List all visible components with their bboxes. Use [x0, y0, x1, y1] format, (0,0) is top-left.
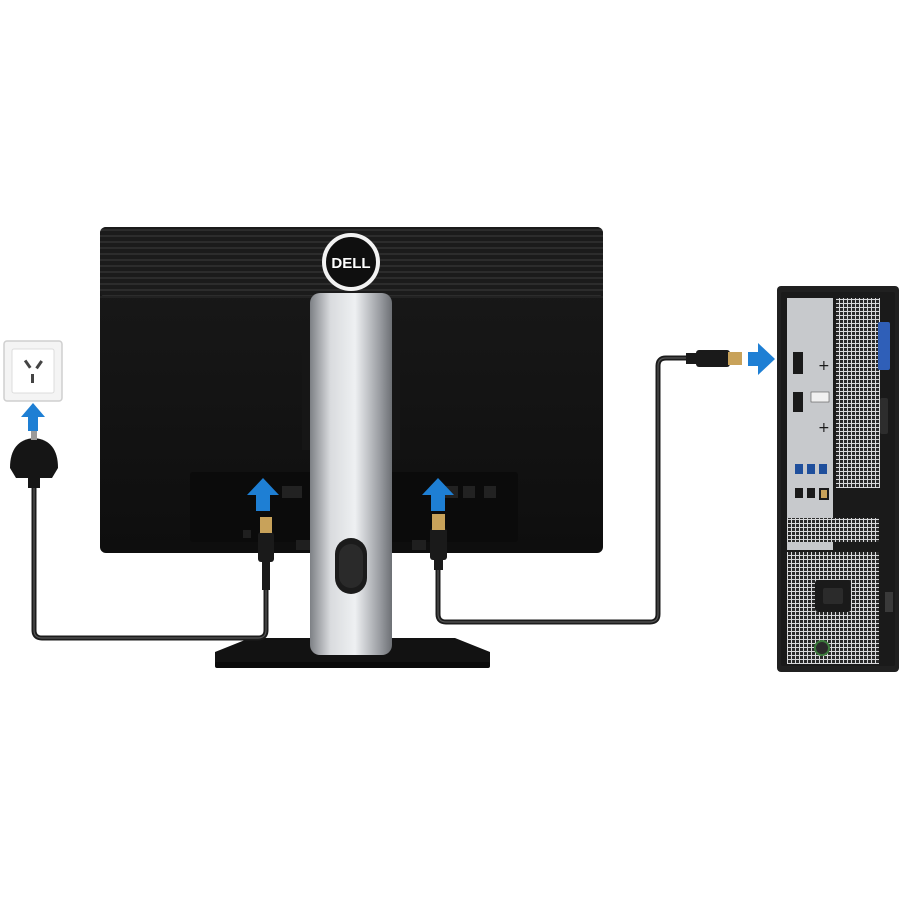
pc-top-grill	[836, 298, 880, 488]
desktop-pc: + +	[777, 286, 899, 672]
psu-led	[814, 640, 830, 656]
monitor: DELL	[100, 227, 603, 668]
up-arrow-icon	[21, 403, 45, 431]
up-arrow-icon	[247, 478, 279, 511]
hdmi-connector-monitor	[430, 514, 447, 570]
dell-logo: DELL	[322, 233, 380, 291]
right-arrow-icon	[748, 343, 775, 375]
up-arrow-icon	[422, 478, 454, 511]
monitor-power-connector	[258, 517, 274, 590]
power-plug-icon	[10, 430, 58, 488]
monitor-stand	[310, 293, 392, 655]
hdmi-connector-pc	[686, 350, 742, 367]
svg-text:+: +	[818, 358, 830, 374]
pc-io-panel	[787, 298, 833, 550]
pc-expansion-slots	[787, 518, 879, 542]
svg-text:DELL: DELL	[331, 255, 370, 272]
wall-outlet-icon	[3, 340, 63, 402]
svg-text:+: +	[818, 420, 830, 436]
